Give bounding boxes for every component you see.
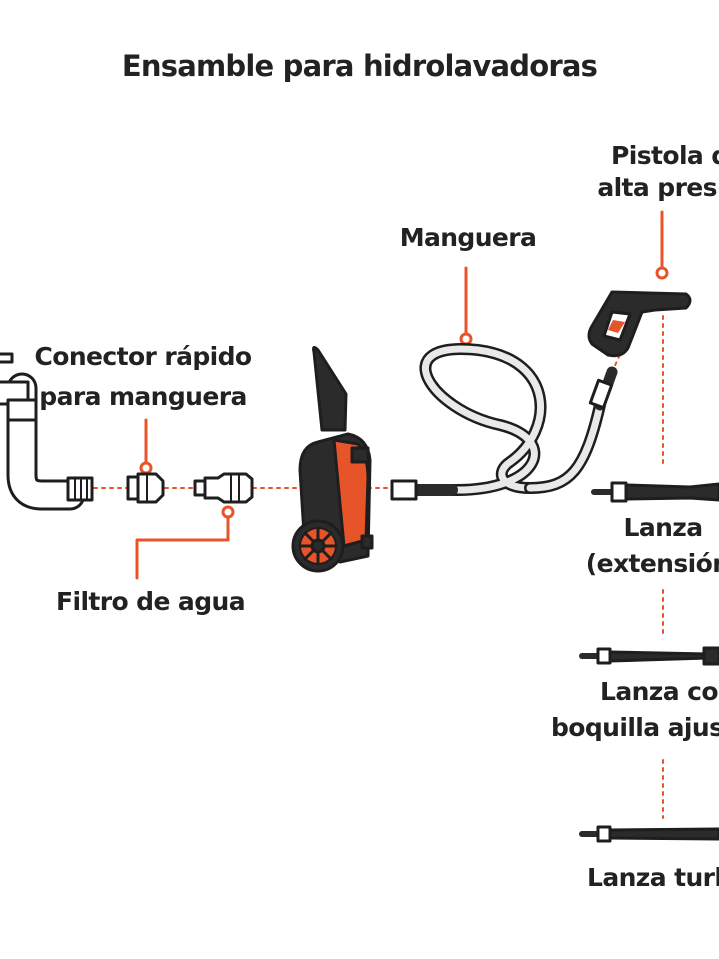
- label-lance-line2: (extensión): [585, 549, 719, 578]
- label-adjustable-line2: boquilla ajustable: [551, 713, 719, 742]
- leader-lines: [135, 210, 664, 580]
- label-connector-line2: para manguera: [39, 382, 247, 411]
- label-connector-line1: Conector rápido: [34, 342, 253, 371]
- label-gun-line1: Pistola de: [611, 141, 719, 170]
- pressure-washer-icon: [291, 345, 374, 573]
- turbo-nozzle-icon: [579, 825, 719, 843]
- lance-extension-icon: [591, 481, 719, 503]
- diagram-title: Ensamble para hidrolavadoras: [121, 49, 598, 83]
- label-gun-line2: alta presión: [597, 173, 719, 202]
- label-lance-line1: Lanza: [623, 513, 703, 542]
- adjustable-nozzle-icon: [579, 646, 719, 666]
- hose-coil-icon: [390, 343, 618, 501]
- label-turbo: Lanza turbo: [587, 863, 719, 892]
- faucet-icon: [0, 352, 94, 511]
- water-filter-icon: [193, 472, 254, 504]
- quick-connector-icon: [126, 472, 165, 504]
- label-filter: Filtro de agua: [56, 587, 246, 616]
- label-adjustable-line1: Lanza con: [600, 677, 719, 706]
- label-hose: Manguera: [399, 223, 537, 252]
- leader-dots: [139, 266, 669, 519]
- spray-gun-icon: [587, 290, 692, 358]
